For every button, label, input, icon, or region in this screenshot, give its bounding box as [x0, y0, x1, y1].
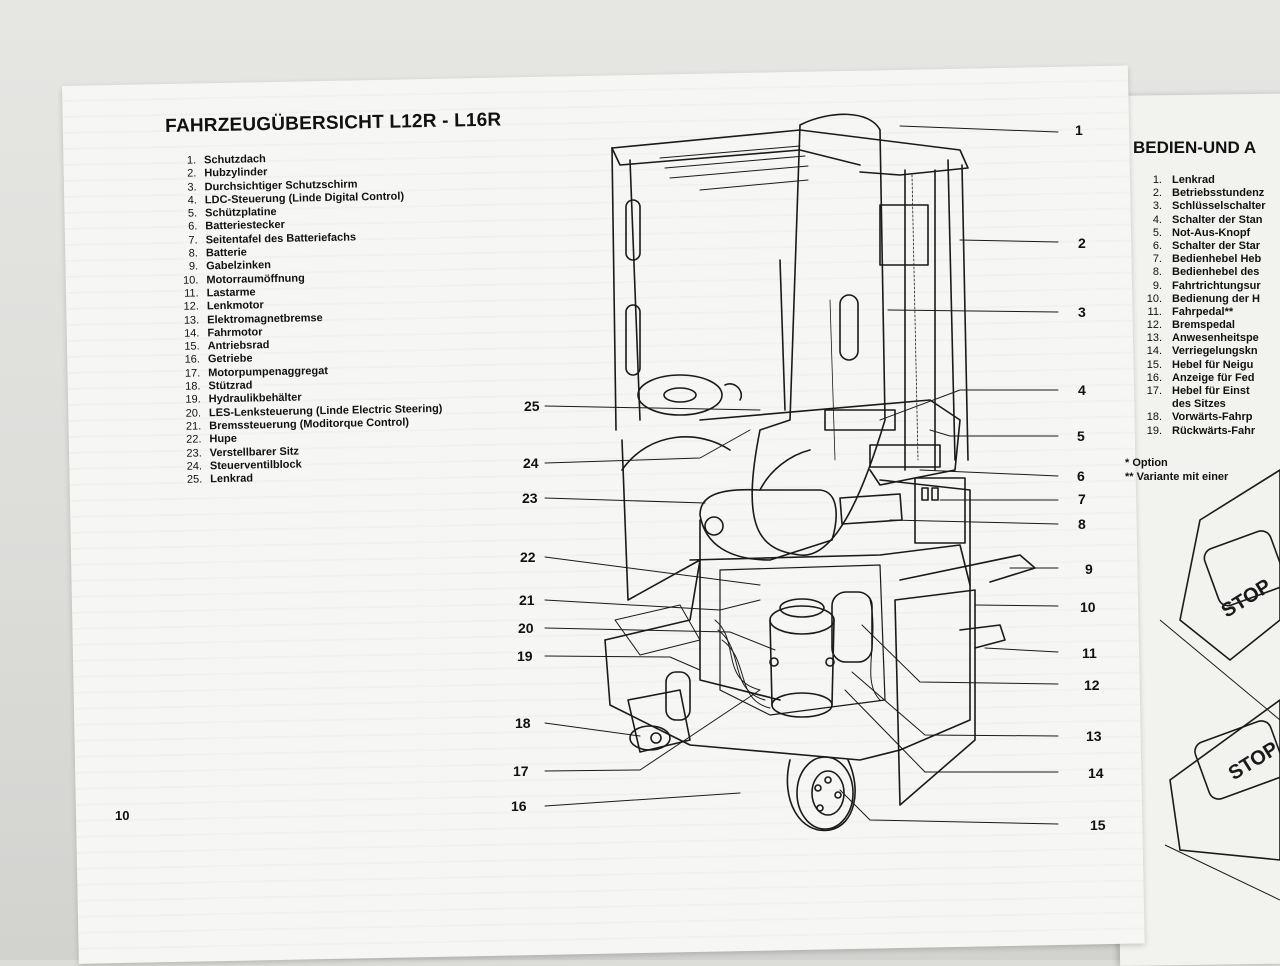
note-variant: ** Variante mit einer — [1125, 471, 1229, 483]
callout-20: 20 — [518, 620, 534, 636]
control-label: Bedienhebel Heb — [1172, 253, 1262, 266]
control-label: Bremspedal — [1172, 319, 1235, 332]
control-item: 17. Hebel für Einst — [1140, 385, 1266, 398]
callout-24: 24 — [523, 455, 539, 471]
control-item: 13. Anwesenheitspe — [1140, 332, 1266, 345]
control-label: Fahrtrichtungsur — [1172, 279, 1261, 292]
callout-15: 15 — [1090, 817, 1106, 833]
control-label: Bedienhebel des — [1172, 266, 1260, 279]
control-item: 2. Betriebsstundenz — [1140, 187, 1266, 200]
control-label: Rückwärts-Fahr — [1172, 424, 1256, 437]
callout-12: 12 — [1084, 677, 1100, 693]
control-number: 2. — [1152, 187, 1162, 200]
control-item: 5. Not-Aus-Knopf — [1140, 227, 1266, 240]
control-label: Schalter der Star — [1172, 239, 1261, 252]
control-number: 17. — [1146, 385, 1162, 397]
callout-6: 6 — [1077, 468, 1085, 484]
control-item: 8. Bedienhebel des — [1140, 266, 1266, 279]
page-number: 10 — [115, 808, 130, 823]
callout-9: 9 — [1085, 561, 1093, 577]
control-item: 10. Bedienung der H — [1140, 293, 1266, 306]
control-label: Verriegelungskn — [1172, 345, 1258, 358]
control-number: 14. — [1146, 345, 1162, 358]
control-number: 18. — [1146, 411, 1162, 424]
callout-5: 5 — [1077, 428, 1085, 444]
callout-25: 25 — [524, 398, 540, 414]
controls-list: 1. Lenkrad 2. Betriebsstundenz 3. Schlüsselsc… — [1140, 174, 1266, 438]
control-label: Bedienung der H — [1172, 292, 1261, 305]
callout-4: 4 — [1078, 382, 1086, 398]
control-number: 6. — [1152, 239, 1162, 252]
stop-pedal-label-upper: STOP — [1218, 575, 1276, 622]
callout-21: 21 — [519, 592, 535, 608]
control-label: Lenkrad — [1172, 174, 1215, 186]
callout-11: 11 — [1082, 645, 1097, 661]
callout-10: 10 — [1080, 599, 1096, 615]
control-label: Fahrpedal** — [1172, 305, 1234, 318]
footnotes: * Option ** Variante mit einer — [1125, 456, 1228, 484]
control-label: Vorwärts-Fahrp — [1172, 411, 1253, 424]
control-label: Not-Aus-Knopf — [1172, 226, 1251, 239]
control-number: 1. — [1152, 174, 1162, 186]
control-number: 19. — [1146, 424, 1162, 437]
control-number: 12. — [1146, 319, 1162, 332]
stop-pedal-label-lower: STOP — [1225, 738, 1280, 785]
control-item: 12. Bremspedal — [1140, 319, 1266, 332]
callout-23: 23 — [522, 490, 538, 506]
callout-13: 13 — [1086, 728, 1102, 744]
callout-7: 7 — [1078, 491, 1086, 507]
control-number: 3. — [1152, 200, 1162, 213]
control-number: 7. — [1152, 253, 1162, 266]
control-label: Anzeige für Fed — [1172, 371, 1255, 384]
note-option: * Option — [1125, 457, 1168, 469]
control-label: Hebel für Einst — [1172, 385, 1250, 397]
callout-2: 2 — [1078, 235, 1086, 251]
callout-8: 8 — [1078, 516, 1086, 532]
right-page-title: BEDIEN-UND A — [1133, 138, 1257, 157]
control-label: Betriebsstundenz — [1172, 187, 1265, 200]
control-number: 8. — [1152, 266, 1162, 279]
control-label: des Sitzes — [1172, 398, 1226, 411]
control-number: 10. — [1146, 292, 1162, 305]
control-number: 9. — [1152, 279, 1162, 292]
control-label: Schlüsselschalter — [1172, 200, 1266, 213]
control-item: 11. Fahrpedal** — [1140, 306, 1266, 319]
callout-14: 14 — [1088, 765, 1104, 781]
control-item: 3. Schlüsselschalter — [1140, 200, 1266, 213]
control-item: 16. Anzeige für Fed — [1140, 372, 1266, 385]
control-item: 6. Schalter der Star — [1140, 240, 1266, 253]
control-item: 9. Fahrtrichtungsur — [1140, 280, 1266, 293]
control-item: 7. Bedienhebel Heb — [1140, 253, 1266, 266]
control-item: 18. Vorwärts-Fahrp — [1140, 411, 1266, 424]
callout-16: 16 — [511, 798, 527, 814]
control-item: 15. Hebel für Neigu — [1140, 359, 1266, 372]
control-number: 11. — [1147, 305, 1162, 318]
control-number: 16. — [1146, 371, 1162, 384]
callout-1: 1 — [1075, 122, 1083, 138]
callout-22: 22 — [520, 549, 536, 565]
control-item: 1. Lenkrad — [1140, 174, 1266, 187]
control-number: 5. — [1152, 226, 1162, 239]
control-number: 13. — [1146, 332, 1162, 345]
callout-3: 3 — [1078, 304, 1086, 320]
control-item: 4. Schalter der Stan — [1140, 214, 1266, 227]
control-item: des Sitzes — [1140, 398, 1266, 411]
control-label: Anwesenheitspe — [1172, 332, 1259, 345]
control-item: 14. Verriegelungskn — [1140, 345, 1266, 358]
control-number: 4. — [1152, 213, 1162, 226]
callout-19: 19 — [517, 648, 533, 664]
callout-18: 18 — [515, 715, 531, 731]
control-label: Hebel für Neigu — [1172, 358, 1254, 371]
control-label: Schalter der Stan — [1172, 213, 1263, 226]
control-number: 15. — [1146, 358, 1162, 371]
control-item: 19. Rückwärts-Fahr — [1140, 425, 1266, 438]
callout-17: 17 — [513, 763, 529, 779]
